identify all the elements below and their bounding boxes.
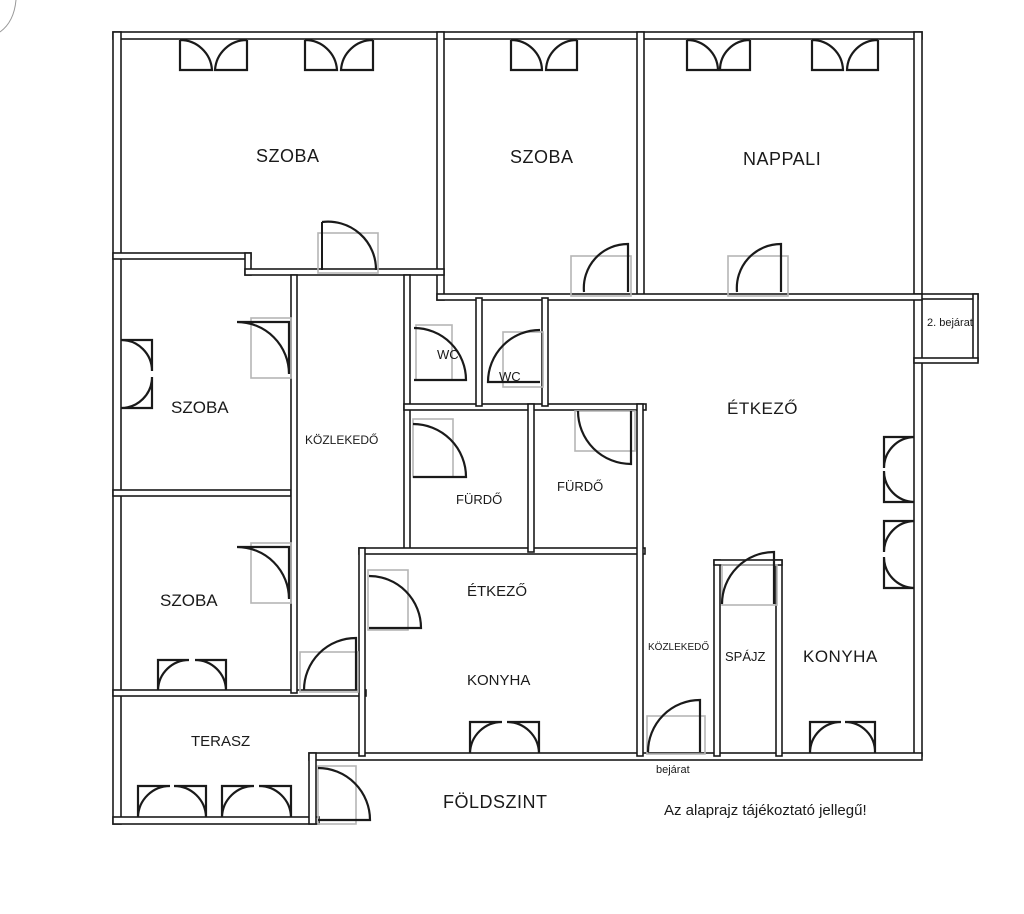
corner-mark <box>0 0 17 33</box>
room-label-szoba-3: SZOBA <box>171 398 229 417</box>
room-label-szoba-2: SZOBA <box>510 147 574 167</box>
room-label-nappali: NAPPALI <box>743 149 822 169</box>
room-label-spajz: SPÁJZ <box>725 649 766 664</box>
room-label-konyha-right: KONYHA <box>803 647 878 666</box>
interior-walls <box>112 31 923 757</box>
room-label-furdo-1: FÜRDŐ <box>456 492 503 507</box>
doors <box>236 220 789 825</box>
room-label-furdo-2: FÜRDŐ <box>557 479 604 494</box>
floor-label: FÖLDSZINT <box>443 792 548 812</box>
outer-walls <box>112 31 979 825</box>
room-label-szoba-1: SZOBA <box>256 146 320 166</box>
disclaimer-note: Az alaprajz tájékoztató jellegű! <box>664 802 867 819</box>
room-label-szoba-4: SZOBA <box>160 591 218 610</box>
room-label-wc-2: WC <box>499 369 521 384</box>
room-label-etkezo-lower: ÉTKEZŐ <box>467 583 528 600</box>
room-label-wc-1: WC <box>437 347 459 362</box>
entrance-label: bejárat <box>656 764 690 776</box>
room-label-terasz: TERASZ <box>191 733 251 750</box>
room-label-kozlekedo-1: KÖZLEKEDŐ <box>305 433 379 447</box>
room-label-bejarat-2: 2. bejárat <box>927 317 973 329</box>
room-label-etkezo-main: ÉTKEZŐ <box>727 399 799 418</box>
windows <box>120 38 915 818</box>
room-label-konyha-lower: KONYHA <box>467 672 531 689</box>
room-label-kozlekedo-2: KÖZLEKEDŐ <box>648 642 710 653</box>
